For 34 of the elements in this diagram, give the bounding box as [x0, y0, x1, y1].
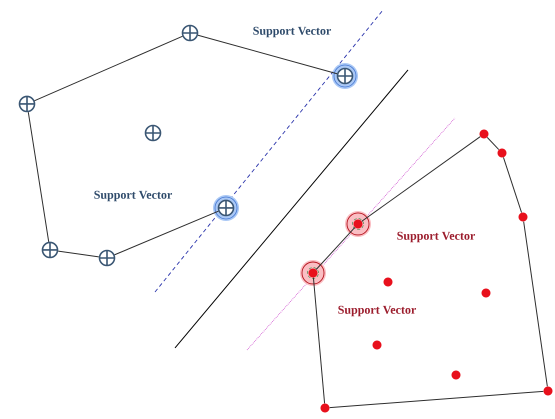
- hull-edge: [523, 221, 548, 387]
- data-point: [42, 242, 58, 258]
- data-point: [452, 370, 460, 380]
- data-point: [372, 340, 382, 350]
- support-vector-point: [345, 210, 371, 237]
- support-vector-point: [332, 63, 358, 89]
- support-vector-label: Support Vector: [397, 232, 476, 242]
- data-point: [144, 124, 162, 142]
- support-vector-label: Support Vector: [253, 26, 332, 38]
- hull-edge: [312, 277, 326, 404]
- data-point: [320, 403, 330, 412]
- hull-edge: [486, 136, 500, 150]
- data-point: [480, 130, 488, 138]
- data-point: [482, 288, 490, 298]
- data-point: [18, 96, 36, 112]
- hull-edge: [361, 136, 481, 222]
- support-vector-label: Support Vector: [338, 306, 416, 316]
- data-point: [98, 250, 116, 266]
- data-point: [182, 24, 198, 42]
- hull-edge: [329, 390, 544, 408]
- hull-edge: [58, 250, 100, 258]
- support-vector-point: [300, 260, 326, 286]
- data-point: [384, 277, 392, 286]
- hull-edge: [34, 36, 183, 102]
- support-vector-point: [213, 195, 239, 221]
- hull-edge: [502, 156, 522, 214]
- hull-edge: [28, 112, 50, 242]
- support-vector-label: Support Vector: [94, 190, 172, 202]
- hull-edge: [198, 34, 338, 74]
- data-point: [498, 148, 506, 158]
- data-point: [544, 386, 552, 396]
- hull-edge: [114, 210, 219, 256]
- data-point: [518, 212, 528, 222]
- hull-edge: [316, 226, 356, 270]
